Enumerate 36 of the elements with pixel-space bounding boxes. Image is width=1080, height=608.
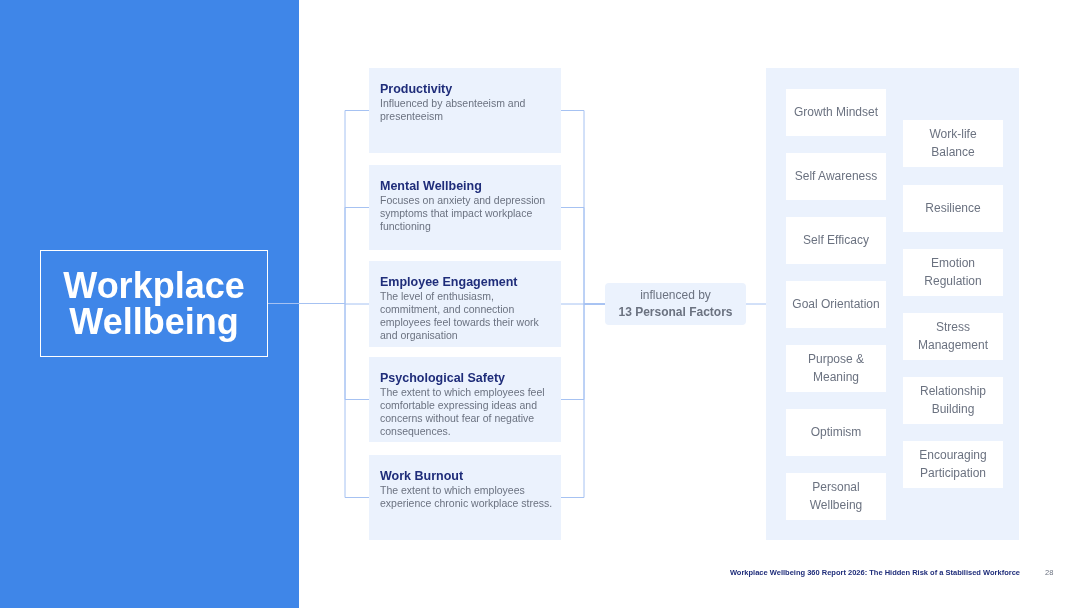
metric-description: The extent to which employees experience chronic workplace stress.: [380, 484, 553, 510]
summary-text: influenced by: [640, 287, 711, 304]
factor-label: Goal Orientation: [791, 295, 881, 313]
factor-label: Personal Wellbeing: [808, 479, 864, 514]
factor-label: Encouraging Participation: [918, 447, 988, 482]
factor-label: Resilience: [924, 199, 982, 217]
metric-description: Influenced by absenteeism and presenteeism: [380, 97, 527, 123]
summary-text: 13 Personal Factors: [618, 304, 733, 321]
factor-label: Emotion Regulation: [923, 255, 983, 290]
metric-description: Focuses on anxiety and depression symptoms that impact workplace functioning: [380, 194, 547, 233]
factor-label: Work-life Balance: [928, 126, 978, 161]
factor-label: Stress Management: [916, 319, 989, 354]
factor-label: Relationship Building: [918, 383, 987, 418]
metric-heading: Psychological Safety: [380, 371, 507, 386]
metric-box: [369, 357, 561, 442]
connector-line: [560, 303, 606, 498]
metric-box: [369, 455, 561, 540]
metric-box: [369, 68, 561, 153]
factor-label: Optimism: [809, 423, 863, 441]
factor-label: Purpose & Meaning: [806, 351, 865, 386]
connector-line: [745, 303, 767, 305]
metric-heading: Mental Wellbeing: [380, 179, 483, 194]
factor-panel: [766, 68, 1019, 540]
title-box: [40, 250, 268, 357]
metric-description: The extent to which employees feel comfortable expressing ideas and concerns without fear of negative consequences.: [380, 386, 546, 438]
metric-box: [369, 261, 561, 347]
summary-box: [605, 283, 746, 325]
factor-label: Self Awareness: [793, 167, 879, 185]
title-text: Workplace Wellbeing: [62, 267, 246, 340]
metric-box: [369, 165, 561, 250]
metric-description: The level of enthusiasm, commitment, and connection employees feel towards their work and organisation: [380, 290, 540, 342]
metric-heading: Work Burnout: [380, 469, 465, 484]
factor-label: Self Efficacy: [802, 231, 870, 249]
metric-heading: Employee Engagement: [380, 275, 519, 290]
metric-heading: Productivity: [380, 82, 454, 97]
factor-label: Growth Mindset: [793, 103, 879, 121]
